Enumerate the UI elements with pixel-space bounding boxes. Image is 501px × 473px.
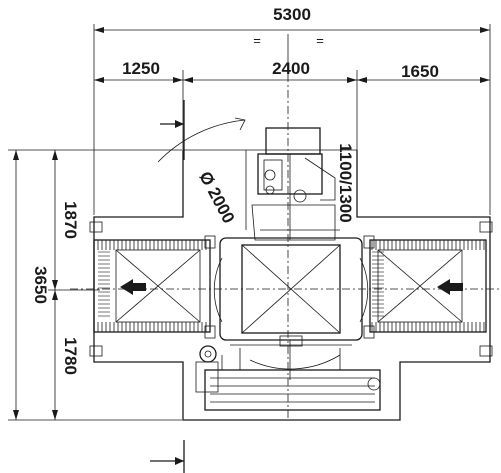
top-dimension-group: 5300 1250 2400 1650 = = <box>93 5 491 215</box>
floor-outline <box>93 150 491 421</box>
lower-height-label: 1780 <box>61 337 80 375</box>
upper-machine-head <box>245 127 340 241</box>
overall-height-label: 3650 <box>31 266 50 304</box>
upper-height-label: 1870 <box>61 201 80 239</box>
right-segment-label: 1650 <box>401 62 439 81</box>
rotation-circle <box>157 117 341 370</box>
right-conveyor <box>363 221 493 357</box>
overall-width-label: 5300 <box>273 5 311 24</box>
lower-operator-unit <box>195 345 381 411</box>
left-segment-label: 1250 <box>122 59 160 78</box>
left-conveyor-arrow <box>120 279 146 295</box>
section-marker-bottom <box>150 440 185 473</box>
central-turntable <box>213 237 369 380</box>
section-marker-top <box>160 100 185 160</box>
center-segment-label: 2400 <box>272 59 310 78</box>
left-dimension-group: 3650 1870 1780 <box>8 149 182 421</box>
equal-mark-left: = <box>253 33 261 48</box>
left-conveyor <box>89 221 216 357</box>
unit-depth-label: 1100/1300 <box>336 143 355 222</box>
equal-mark-right: = <box>316 33 324 48</box>
right-conveyor-arrow <box>437 279 463 295</box>
rotation-diameter-label: Ø 2000 <box>195 168 238 226</box>
